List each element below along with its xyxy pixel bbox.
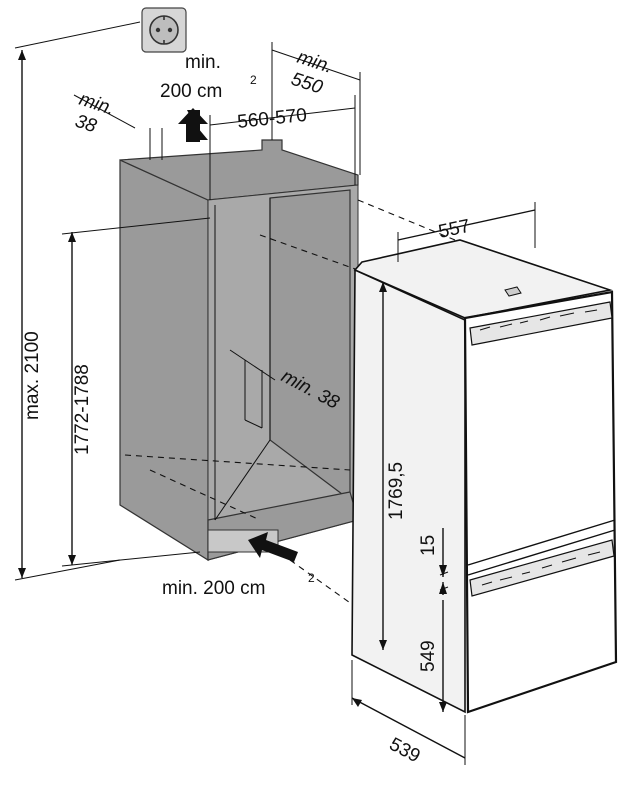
label-max-height: max. 2100 [22, 331, 43, 420]
label-appliance-height: 1769,5 [386, 462, 407, 520]
label-appliance-depth: 539 [386, 734, 424, 767]
appliance-top [353, 239, 614, 319]
label-top-vent-sup: 2 [250, 73, 257, 87]
label-niche-width: 560-570 [236, 105, 308, 133]
air-outlet-arrow-icon [178, 108, 208, 142]
appliance [351, 239, 618, 714]
hidden-edges [124, 199, 456, 611]
dimension-lines [14, 21, 536, 765]
appliance-front [463, 290, 618, 714]
air-inlet-arrow-icon [248, 532, 298, 562]
appliance-side [351, 268, 466, 714]
label-lower-door: 549 [418, 640, 439, 672]
label-bottom-vent-sup: 2 [308, 571, 315, 585]
label-niche-height: 1772-1788 [72, 364, 93, 455]
niche-cabinet [119, 139, 359, 562]
label-bottom-vent: min. 200 cm [162, 578, 265, 599]
label-top-vent-value: 200 cm [160, 81, 222, 102]
power-socket-icon [141, 7, 187, 53]
label-top-vent-min: min. [185, 52, 221, 73]
label-door-gap: 15 [418, 535, 439, 556]
label-appliance-width: 557 [437, 216, 472, 243]
